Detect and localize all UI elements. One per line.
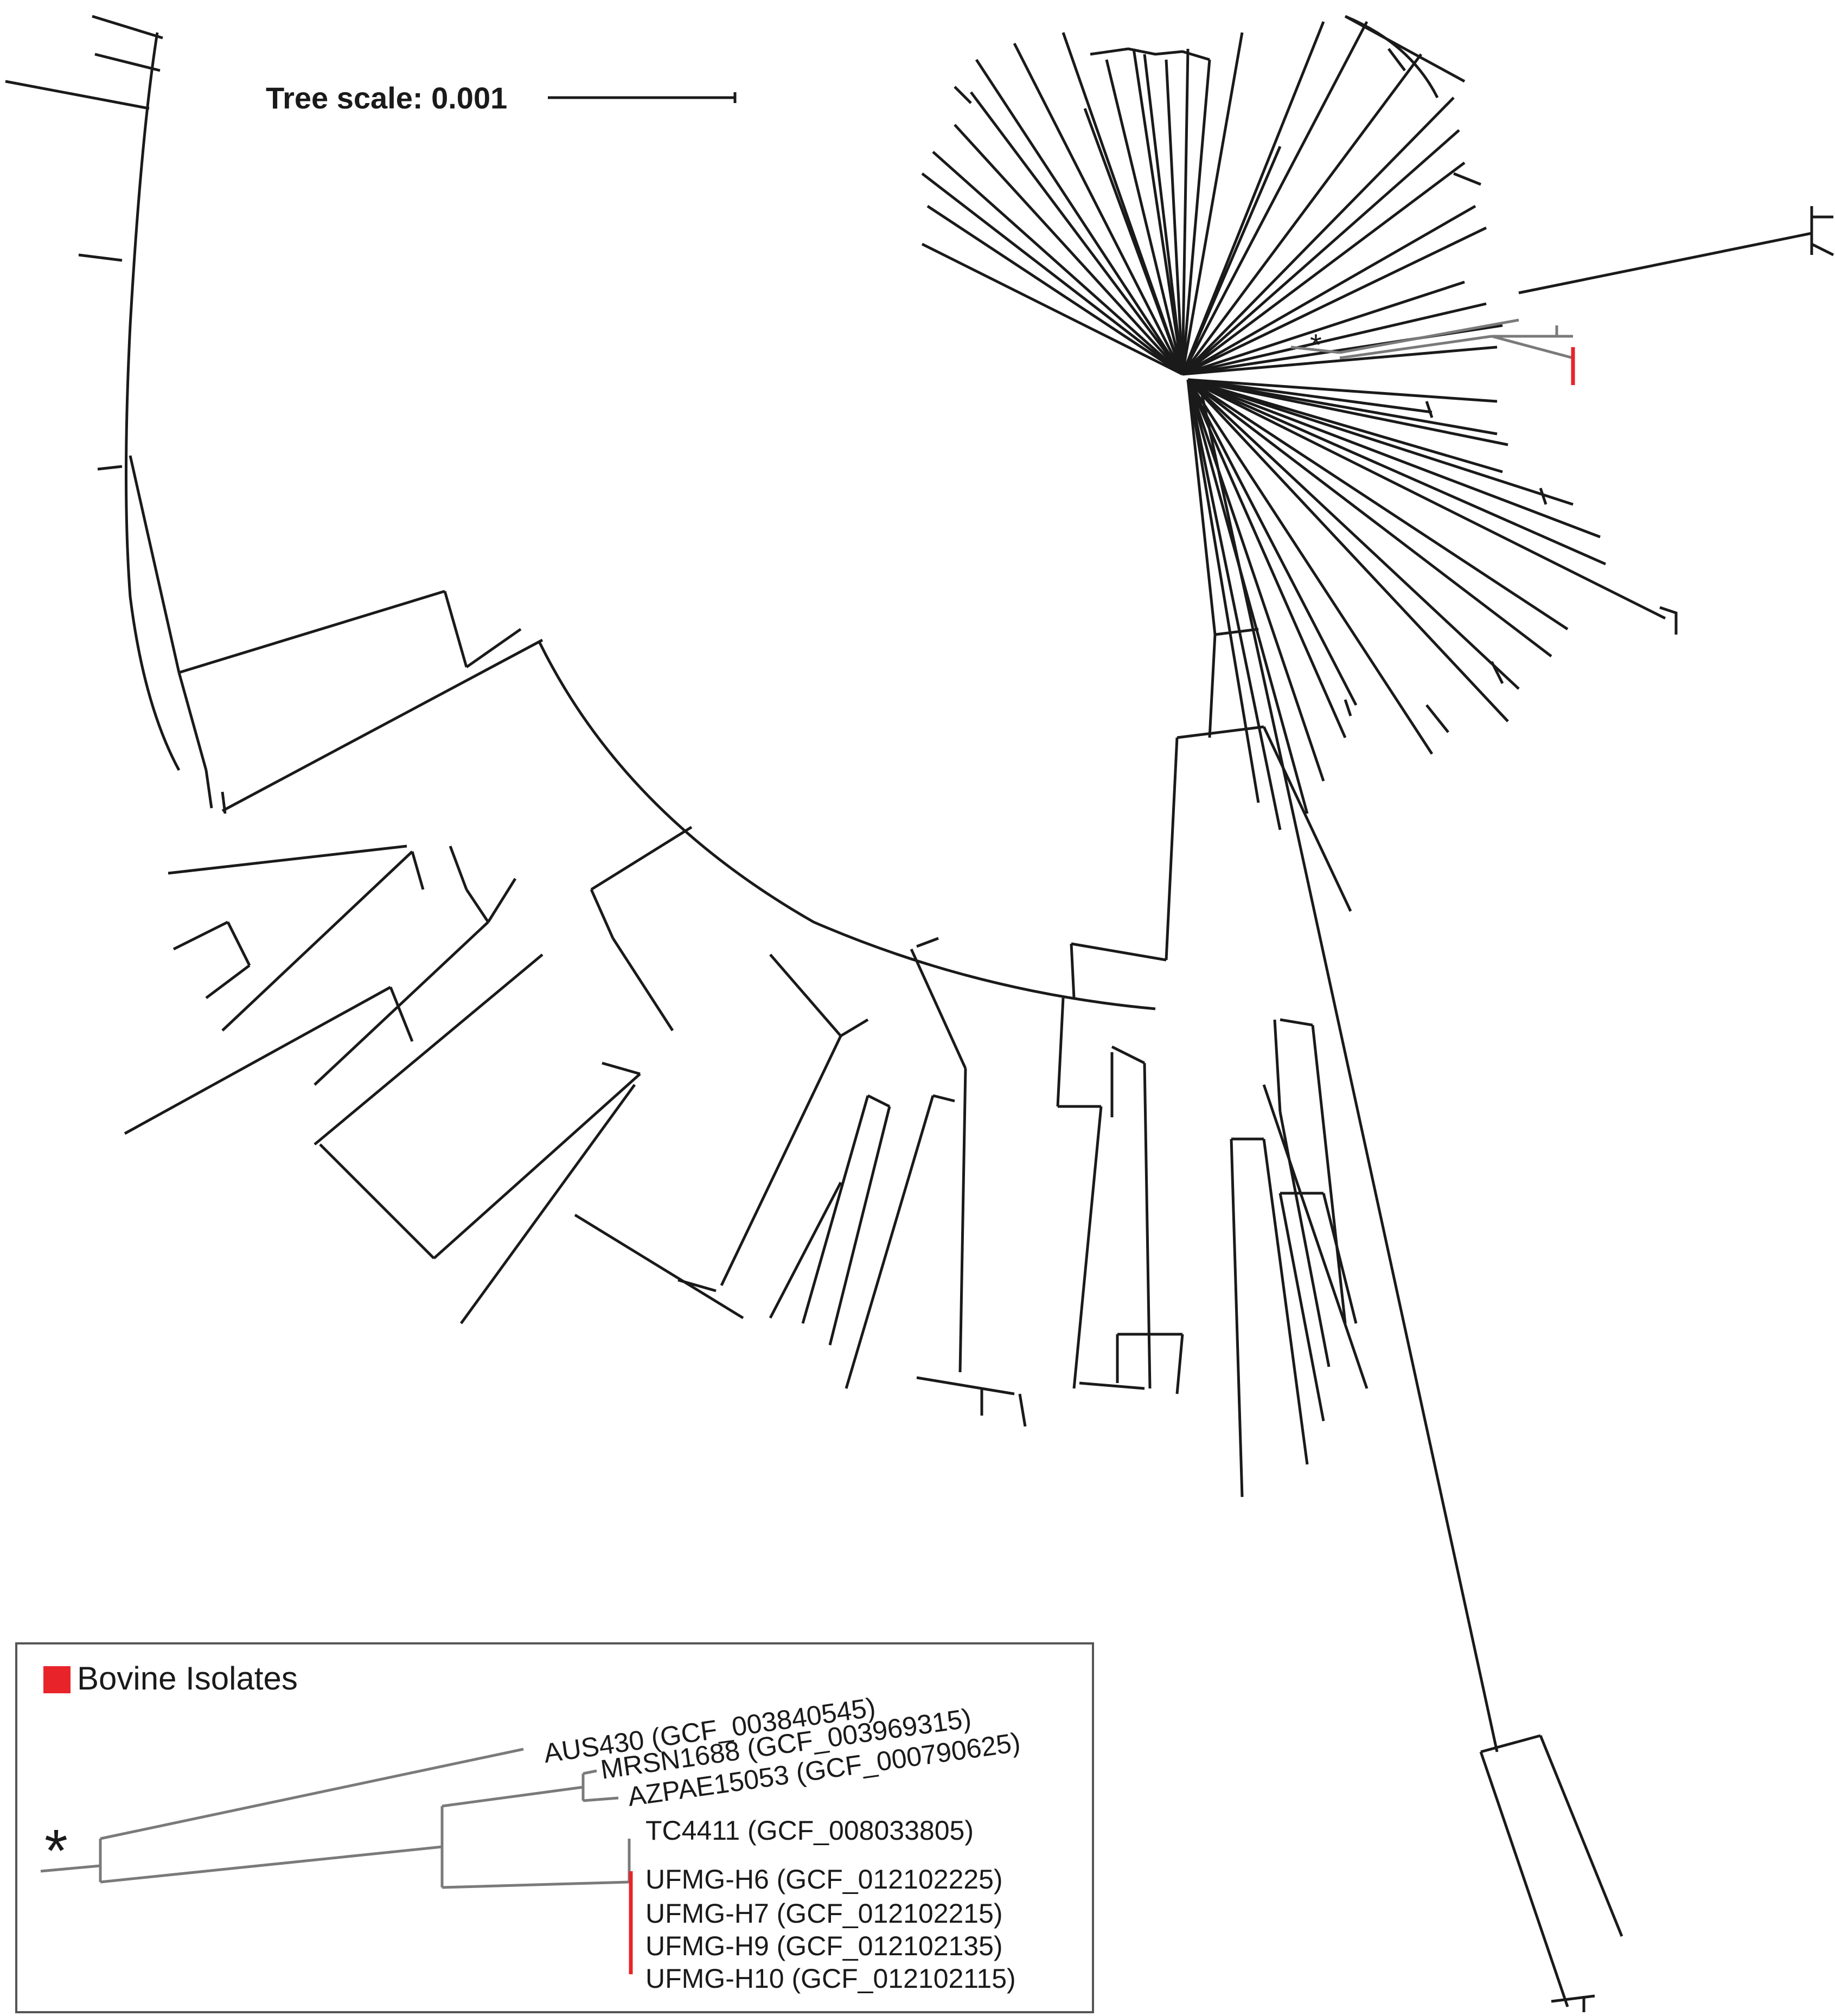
clade-lower-right-burst xyxy=(1186,378,1678,830)
inset-leaf-ufmg-h10: UFMG-H10 (GCF_012102115) xyxy=(645,1963,1016,1994)
inset-leaf-ufmg-h9: UFMG-H9 (GCF_012102135) xyxy=(645,1931,1003,1961)
inset-leaf-tc4411: TC4411 (GCF_008033805) xyxy=(645,1815,974,1846)
scale-label: Tree scale: 0.001 xyxy=(266,81,507,115)
clade-highlight-marker: * xyxy=(1310,328,1322,362)
clade-highlight: * xyxy=(1290,318,1575,385)
clade-right-center xyxy=(1165,628,1369,1497)
inset-border xyxy=(15,1642,1094,2013)
clade-lower-middle xyxy=(769,942,1184,1427)
clade-lower-left xyxy=(124,844,842,1324)
tree-scale: Tree scale: 0.001 xyxy=(266,81,737,115)
inset-leaf-ufmg-h7: UFMG-H7 (GCF_012102215) xyxy=(645,1898,1003,1929)
inset-panel: Bovine Isolates * AUS430 (GCF_003840545)… xyxy=(15,1642,1094,2013)
clade-upper-right-burst xyxy=(921,15,1834,376)
legend-label: Bovine Isolates xyxy=(77,1660,298,1697)
legend-swatch xyxy=(43,1666,71,1693)
clade-upper-left xyxy=(5,15,544,814)
inset-marker: * xyxy=(44,1817,68,1884)
inset-leaf-ufmg-h6: UFMG-H6 (GCF_012102225) xyxy=(645,1864,1003,1895)
backbone-arc xyxy=(538,642,1156,1010)
clade-long-branch xyxy=(1197,379,1623,2012)
